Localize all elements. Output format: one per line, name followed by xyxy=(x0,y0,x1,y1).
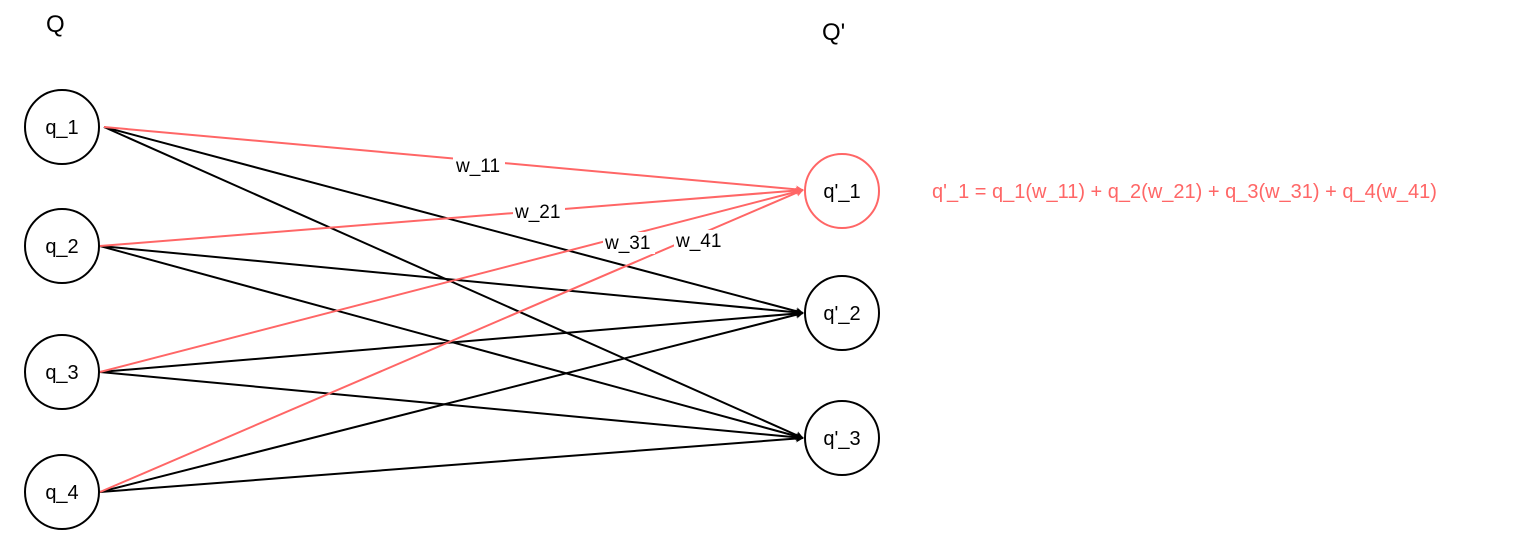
edge-q1-q2 xyxy=(103,126,804,316)
input-node-label: q_3 xyxy=(45,362,78,384)
output-node-label: q'_3 xyxy=(823,428,860,450)
input-node-label: q_4 xyxy=(45,482,78,504)
input-node: q_4 xyxy=(24,454,100,530)
edge-q3-q3 xyxy=(99,371,804,442)
output-node: q'_2 xyxy=(804,275,880,351)
weight-label-w21: w_21 xyxy=(514,202,560,223)
edge-q3-q2 xyxy=(99,309,804,373)
input-node-label: q_1 xyxy=(45,117,78,139)
input-node: q_3 xyxy=(24,334,100,410)
edge-q2-q1 xyxy=(99,186,804,247)
edges-default xyxy=(99,126,804,493)
weight-label-w11: w_11 xyxy=(455,156,500,177)
edges-highlighted xyxy=(99,126,804,493)
edge-q4-q3 xyxy=(99,434,804,493)
weight-labels: w_11 w_21 w_31 w_41 xyxy=(453,155,726,254)
input-node: q_2 xyxy=(24,208,100,284)
weight-label-w31: w_31 xyxy=(604,233,650,254)
output-node-highlighted: q'_1 xyxy=(804,153,880,229)
edge-q3-q1 xyxy=(99,187,804,373)
formula-text: q'_1 = q_1(w_11) + q_2(w_21) + q_3(w_31)… xyxy=(932,181,1437,203)
edge-q2-q2 xyxy=(99,245,804,317)
output-layer-title: Q' xyxy=(822,19,845,46)
weight-label-w41: w_41 xyxy=(675,231,721,252)
edge-q4-q2 xyxy=(99,310,804,493)
input-node-label: q_2 xyxy=(45,236,78,258)
output-nodes: q'_1 q'_2 q'_3 xyxy=(804,153,880,476)
output-node-label: q'_2 xyxy=(823,303,860,325)
input-layer-title: Q xyxy=(46,11,65,38)
output-node-label: q'_1 xyxy=(823,181,860,203)
input-nodes: q_1 q_2 q_3 q_4 xyxy=(24,89,100,530)
output-node: q'_3 xyxy=(804,400,880,476)
input-node: q_1 xyxy=(24,89,100,165)
edge-q1-q3 xyxy=(103,126,804,439)
